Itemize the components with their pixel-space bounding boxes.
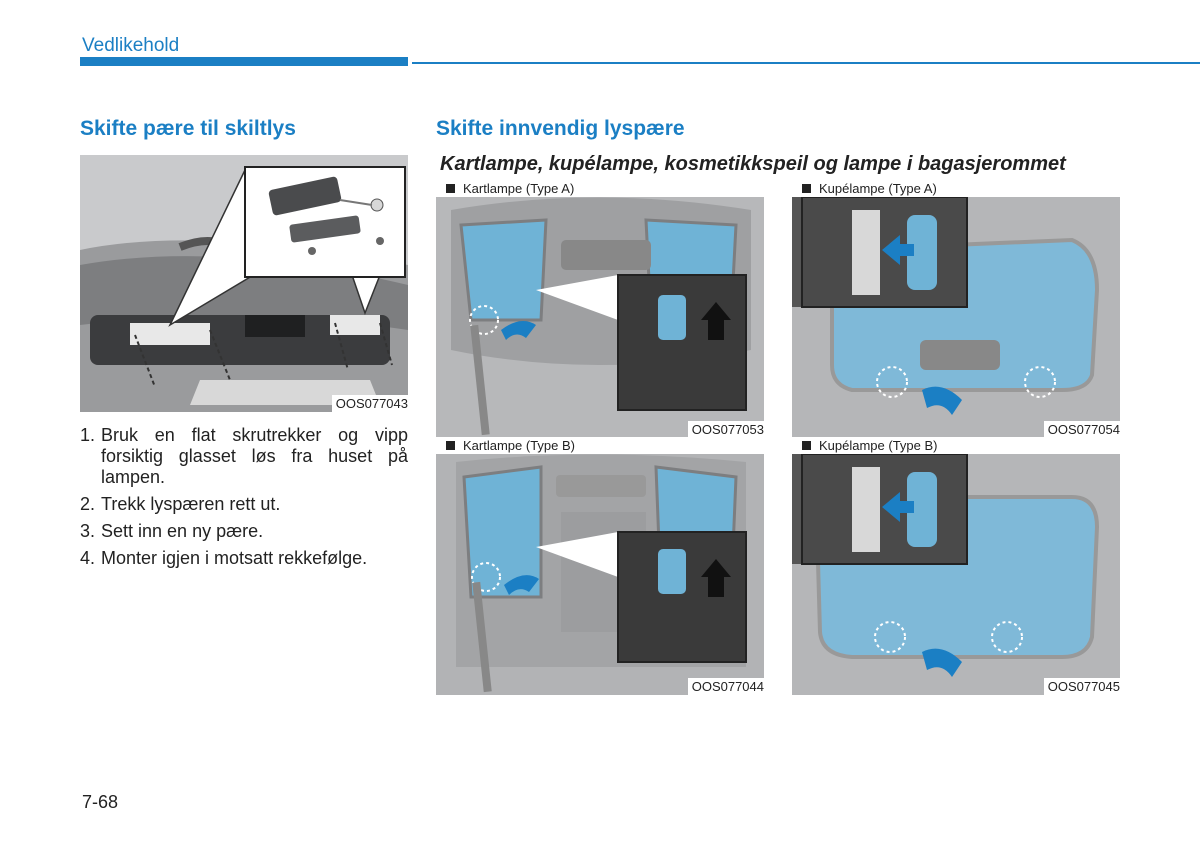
figure-code: OOS077045	[1043, 678, 1120, 695]
bullet-square-icon	[446, 184, 455, 193]
caption-text: Kupélampe (Type A)	[819, 181, 937, 196]
step-item: 2.Trekk lyspæren rett ut.	[80, 494, 408, 515]
caption-text: Kartlampe (Type B)	[463, 438, 575, 453]
room-lamp-type-b-figure: Kupélampe (Type B) OOS077045	[792, 437, 1120, 695]
step-item: 1.Bruk en flat skrutrekker og vipp forsi…	[80, 425, 408, 488]
figure-code: OOS077043	[331, 395, 408, 412]
figure-code: OOS077054	[1043, 421, 1120, 438]
caption-text: Kupélampe (Type B)	[819, 438, 938, 453]
caption-text: Kartlampe (Type A)	[463, 181, 575, 196]
map-lamp-type-b-illustration	[436, 437, 764, 695]
license-plate-light-illustration	[80, 155, 408, 412]
instruction-steps: 1.Bruk en flat skrutrekker og vipp forsi…	[80, 425, 408, 575]
step-number: 4.	[80, 548, 96, 568]
right-section-title: Skifte innvendig lyspære	[436, 117, 685, 140]
step-number: 2.	[80, 494, 96, 514]
step-text: Sett inn en ny pære.	[101, 521, 264, 541]
step-text: Monter igjen i motsatt rekkefølge.	[101, 548, 368, 568]
header-rule-thick	[80, 57, 408, 66]
header-rule-thin	[412, 62, 1200, 64]
bullet-square-icon	[802, 184, 811, 193]
step-number: 1.	[80, 425, 96, 445]
map-lamp-type-a-illustration	[436, 180, 764, 438]
map-lamp-type-b-figure: Kartlampe (Type B) OOS077044	[436, 437, 764, 695]
bullet-square-icon	[802, 441, 811, 450]
room-lamp-type-a-illustration	[792, 180, 1120, 438]
figure-caption: Kupélampe (Type B)	[792, 437, 1120, 454]
figure-caption: Kupélampe (Type A)	[792, 180, 1120, 197]
step-text: Trekk lyspæren rett ut.	[101, 494, 281, 514]
figure-caption: Kartlampe (Type B)	[436, 437, 764, 454]
page-number: 7-68	[82, 792, 119, 812]
figure-code: OOS077053	[687, 421, 764, 438]
bullet-square-icon	[446, 441, 455, 450]
step-item: 4.Monter igjen i motsatt rekkefølge.	[80, 548, 408, 569]
step-number: 3.	[80, 521, 96, 541]
figure-code: OOS077044	[687, 678, 764, 695]
section-header-label: Vedlikehold	[82, 35, 180, 56]
room-lamp-type-b-illustration	[792, 437, 1120, 695]
map-lamp-type-a-figure: Kartlampe (Type A) OOS077053	[436, 180, 764, 438]
license-plate-light-figure: OOS077043	[80, 155, 408, 412]
right-subtitle: Kartlampe, kupélampe, kosmetikkspeil og …	[440, 153, 1066, 175]
step-item: 3.Sett inn en ny pære.	[80, 521, 408, 542]
figure-caption: Kartlampe (Type A)	[436, 180, 764, 197]
left-section-title: Skifte pære til skiltlys	[80, 117, 296, 140]
room-lamp-type-a-figure: Kupélampe (Type A) OOS077054	[792, 180, 1120, 438]
step-text: Bruk en flat skrutrekker og vipp forsikt…	[101, 425, 408, 487]
